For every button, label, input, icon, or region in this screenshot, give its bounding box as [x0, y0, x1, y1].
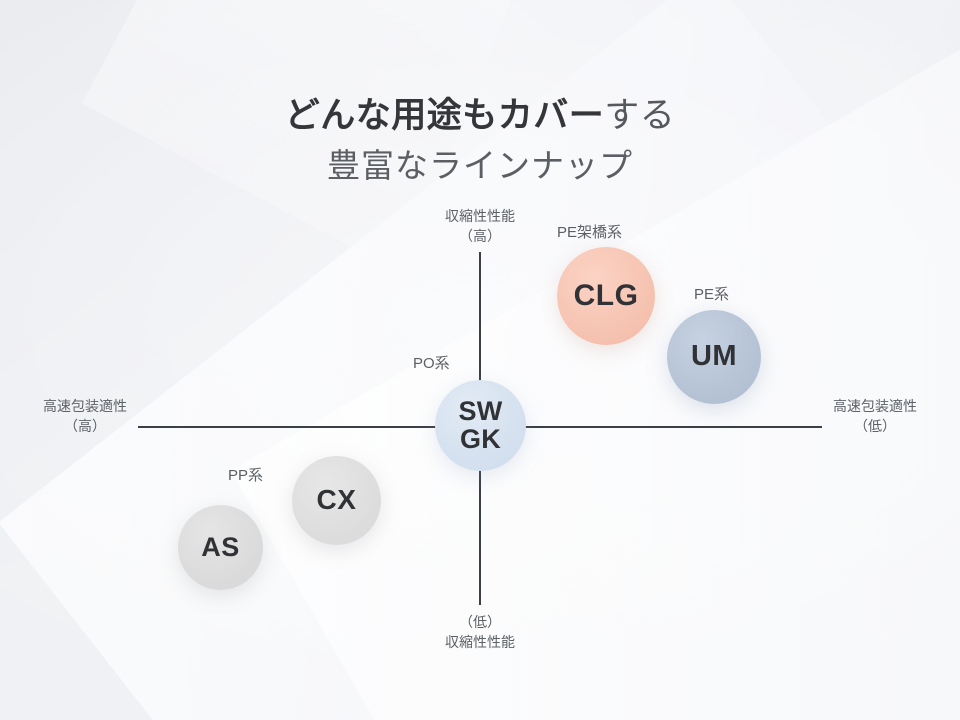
page-title: どんな用途もカバーする 豊富なラインナップ [0, 93, 960, 188]
series-label-pp: PP系 [228, 467, 264, 484]
axis-label-left-level: （高） [64, 418, 106, 434]
series-label-pe-crosslink: PE架橋系 [557, 224, 623, 241]
bubble-clg[interactable]: CLG [557, 247, 655, 345]
axis-label-bottom: （低） 収縮性性能 [410, 612, 550, 652]
axis-label-top: 収縮性性能 （高） [410, 206, 550, 246]
axis-label-top-level: （高） [459, 228, 501, 244]
bubble-swgk-label-top: SW [458, 395, 503, 426]
axis-label-right: 高速包装適性 （低） [800, 396, 950, 436]
bubble-swgk-label-bottom: GK [459, 423, 502, 454]
bubble-swgk[interactable]: SW GK [435, 380, 526, 471]
bubble-um-label: UM [690, 340, 738, 373]
axis-label-top-name: 収縮性性能 [445, 208, 515, 224]
axis-label-bottom-level: （低） [459, 614, 501, 630]
bubble-as-label: AS [201, 531, 240, 562]
series-label-pe: PE系 [694, 286, 730, 303]
axis-label-left-name: 高速包装適性 [43, 398, 127, 414]
axis-label-bottom-name: 収縮性性能 [445, 634, 515, 650]
title-strong-text: どんな用途もカバー [284, 96, 605, 135]
bubble-cx[interactable]: CX [292, 456, 381, 545]
title-line-1: どんな用途もカバーする [0, 93, 960, 138]
series-label-po: PO系 [413, 355, 450, 372]
axis-label-right-level: （低） [854, 418, 896, 434]
axis-label-left: 高速包装適性 （高） [10, 396, 160, 436]
title-light-text: する [604, 96, 676, 135]
title-line-2: 豊富なラインナップ [327, 147, 633, 184]
bubble-um[interactable]: UM [667, 310, 761, 404]
bubble-clg-label: CLG [573, 278, 639, 312]
bubble-cx-label: CX [316, 484, 357, 516]
bubble-as[interactable]: AS [178, 505, 263, 590]
axis-label-right-name: 高速包装適性 [833, 398, 917, 414]
